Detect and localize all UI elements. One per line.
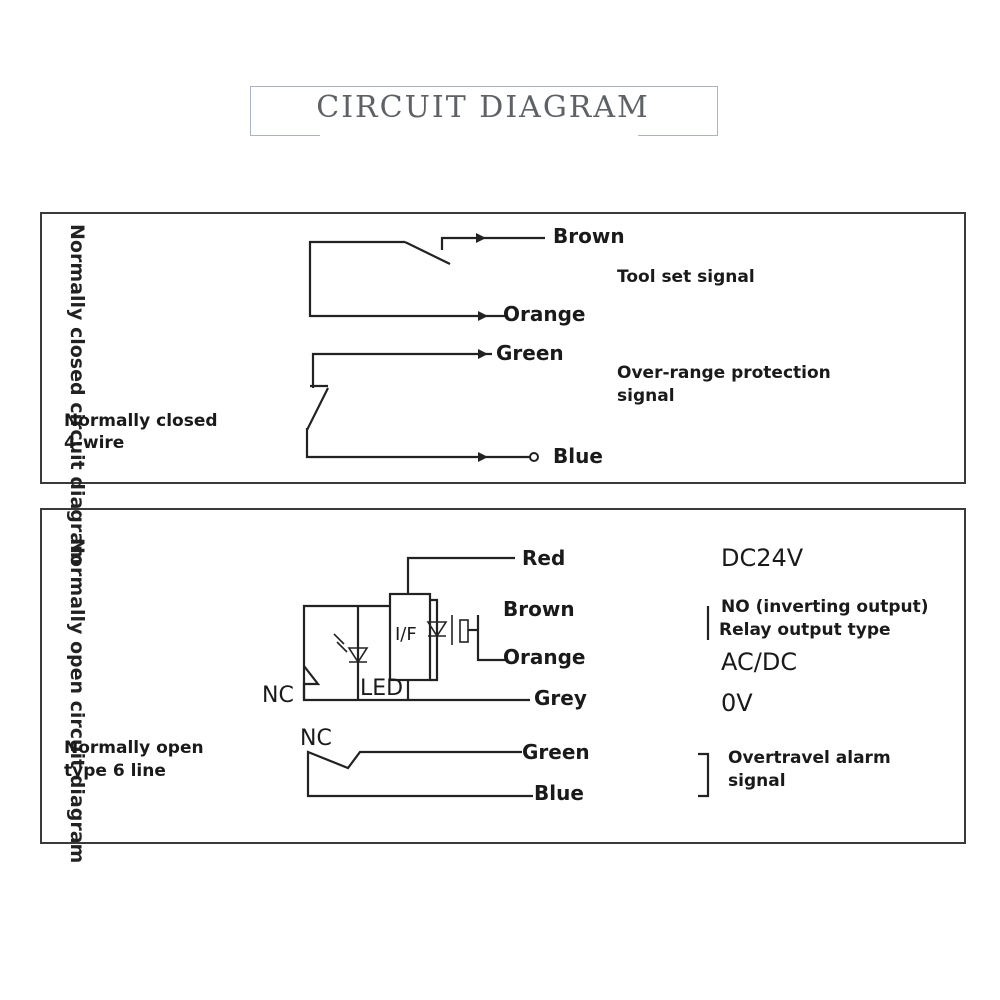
- over-range-label-2: signal: [617, 386, 675, 406]
- grey-wire: [302, 665, 530, 702]
- nc-tool-set-circuit: [308, 233, 545, 321]
- orange-output-wire: [476, 615, 505, 662]
- page-title: CIRCUIT DIAGRAM: [316, 90, 650, 125]
- no-type-label-1: Normally open: [64, 738, 204, 758]
- relay-output-label: Relay output type: [719, 620, 891, 640]
- wire-label-orange-2: Orange: [503, 645, 586, 669]
- wire-label-blue-2: Blue: [534, 781, 584, 805]
- relay-branch: [430, 598, 439, 682]
- no-inverting-label: NO (inverting output): [721, 597, 929, 617]
- green-wire: [311, 352, 492, 388]
- no-panel: [40, 508, 966, 844]
- nc-panel: [40, 212, 966, 484]
- bracket-marks: [698, 606, 710, 798]
- wire-label-blue: Blue: [553, 444, 603, 468]
- wire-label-brown-2: Brown: [503, 597, 575, 621]
- nc-label-top: NC: [300, 726, 332, 751]
- brown-arrow: [476, 233, 486, 243]
- orange-wire: [308, 240, 505, 318]
- tool-set-signal-label: Tool set signal: [617, 267, 755, 287]
- overtravel-label-1: Overtravel alarm: [728, 748, 891, 768]
- no-sensor-circuit: [302, 556, 530, 702]
- overtravel-label-2: signal: [728, 771, 786, 791]
- nc-contact-2: [306, 387, 329, 431]
- blue-terminal: [529, 452, 539, 462]
- relay-diode: [426, 621, 448, 638]
- dc24v-label: DC24V: [721, 544, 804, 572]
- acdc-label: AC/DC: [721, 648, 798, 676]
- no-overtravel-circuit: [306, 750, 533, 798]
- nc-vertical-label: Normally closed circuit diagram: [66, 224, 88, 565]
- wire-label-grey: Grey: [534, 686, 587, 710]
- wire-label-red: Red: [522, 546, 566, 570]
- left-loop-top: [302, 604, 390, 700]
- wire-label-orange: Orange: [503, 302, 586, 326]
- led-diode: [347, 647, 369, 664]
- green-blue-loop: [306, 750, 533, 798]
- nc-label-bottom: NC: [262, 683, 294, 708]
- brown-wire: [440, 236, 545, 250]
- red-wire: [406, 556, 515, 594]
- blue-wire: [305, 428, 530, 459]
- if-label: I/F: [395, 624, 417, 645]
- nc-contact-1: [404, 241, 451, 265]
- relay-coil: [459, 619, 469, 643]
- overtravel-bracket: [698, 752, 710, 798]
- title-frame-gap: [320, 126, 638, 138]
- wire-label-brown: Brown: [553, 224, 625, 248]
- led-ray-1: [333, 633, 345, 645]
- led-label: LED: [360, 676, 404, 701]
- if-box: [388, 592, 432, 682]
- no-vertical-label: Normally open circuit diagram: [66, 538, 88, 864]
- nc-type-label-1: Normally closed: [64, 411, 218, 431]
- nc-type-label-2: 4-wire: [64, 433, 125, 453]
- nc-over-range-circuit: [305, 349, 539, 462]
- no-type-label-2: type 6 line: [64, 761, 166, 781]
- wire-label-green: Green: [496, 341, 564, 365]
- zero-v-label: 0V: [721, 689, 753, 717]
- orange-arrow: [478, 311, 488, 321]
- green-arrow: [478, 349, 488, 359]
- led-ray-2: [336, 641, 348, 653]
- over-range-label-1: Over-range protection: [617, 363, 831, 383]
- wire-label-green-2: Green: [522, 740, 590, 764]
- blue-arrow: [478, 452, 488, 462]
